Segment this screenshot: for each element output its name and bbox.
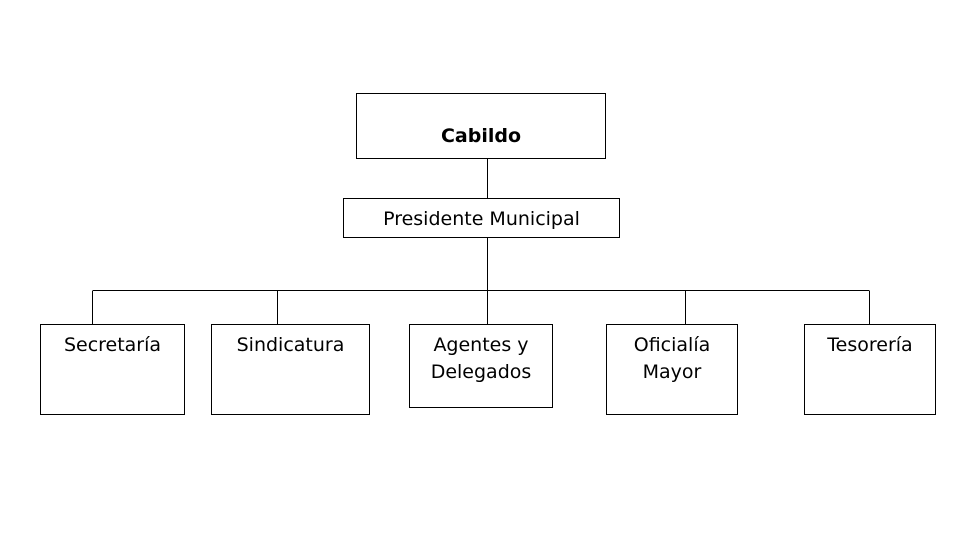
oficialia-mayor-box: Oficialía Mayor (606, 324, 738, 415)
tesoreria-label: Tesorería (827, 334, 913, 356)
president-box: Presidente Municipal (343, 198, 620, 238)
sindicatura-box: Sindicatura (211, 324, 370, 415)
sindicatura-label: Sindicatura (236, 334, 345, 356)
president-label: Presidente Municipal (383, 208, 580, 230)
secretaria-box: Secretaría (40, 324, 185, 415)
cabildo-box: Cabildo (356, 93, 606, 159)
agentes-delegados-label: Agentes y Delegados (430, 334, 532, 383)
tesoreria-box: Tesorería (804, 324, 936, 415)
agentes-delegados-box: Agentes y Delegados (409, 324, 553, 408)
cabildo-label: Cabildo (440, 125, 522, 147)
secretaria-label: Secretaría (63, 334, 162, 356)
oficialia-mayor-label: Oficialía Mayor (633, 334, 711, 383)
